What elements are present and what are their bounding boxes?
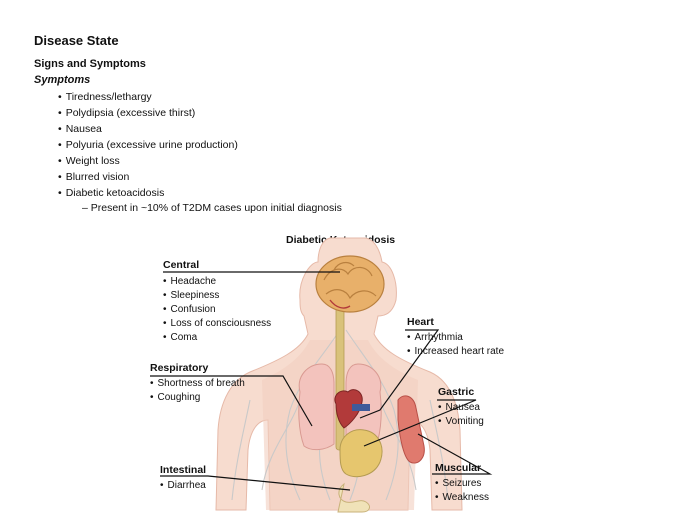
spinal-cord (335, 299, 345, 451)
list-item: Blurred vision (58, 169, 238, 185)
list-item: Diabetic ketoacidosis (58, 185, 238, 201)
list-item: Loss of consciousness (163, 317, 272, 331)
gastric-symptoms-list: Nausea Vomiting (438, 401, 484, 429)
list-item: Confusion (163, 303, 271, 317)
symptoms-subheading: Symptoms (34, 74, 91, 86)
intestines (337, 482, 370, 513)
muscular-symptoms-list: Seizures Weakness (435, 477, 490, 505)
list-item: Vomiting (438, 415, 484, 429)
leader-lines (150, 271, 493, 491)
list-item: Nausea (58, 121, 238, 137)
list-item: Increased heart rate (407, 345, 505, 359)
list-item: Weight loss (58, 153, 238, 169)
respiratory-label-title: Respiratory (150, 362, 209, 374)
arm-muscle (397, 395, 425, 464)
central-symptoms-list: Headache Sleepiness Confusion Loss of co… (163, 275, 272, 345)
brain (315, 255, 385, 313)
stomach (339, 429, 383, 478)
intestinal-label-title: Intestinal (160, 464, 207, 476)
heart-symptoms-list: Arrhythmia Increased heart rate (407, 331, 505, 359)
list-item: Headache (163, 275, 271, 289)
symptoms-list: Tiredness/lethargy Polydipsia (excessive… (58, 89, 238, 201)
gastric-label-title: Gastric (438, 386, 475, 398)
central-label-title: Central (163, 259, 200, 271)
list-item: Seizures (435, 477, 489, 491)
list-item: Diarrhea (160, 479, 206, 493)
list-item: Polyuria (excessive urine production) (58, 137, 238, 153)
list-item: Nausea (438, 401, 484, 415)
list-item: Sleepiness (163, 289, 271, 303)
ketoacidosis-note: – Present in ~10% of T2DM cases upon ini… (82, 202, 342, 214)
list-item: Arrhythmia (407, 331, 504, 345)
list-item: Tiredness/lethargy (58, 89, 238, 105)
muscular-label-title: Muscular (435, 462, 482, 474)
list-item: Coma (163, 331, 271, 345)
heart-label-title: Heart (407, 316, 434, 328)
heart (334, 389, 370, 429)
intestinal-symptoms-list: Diarrhea (160, 479, 206, 493)
respiratory-symptoms-list: Shortness of breath Coughing (150, 377, 245, 405)
section-heading: Signs and Symptoms (34, 58, 146, 70)
list-item: Shortness of breath (150, 377, 245, 391)
list-item: Polydipsia (excessive thirst) (58, 105, 238, 121)
list-item: Coughing (150, 391, 245, 405)
list-item: Weakness (435, 491, 490, 505)
page-title: Disease State (34, 33, 119, 48)
